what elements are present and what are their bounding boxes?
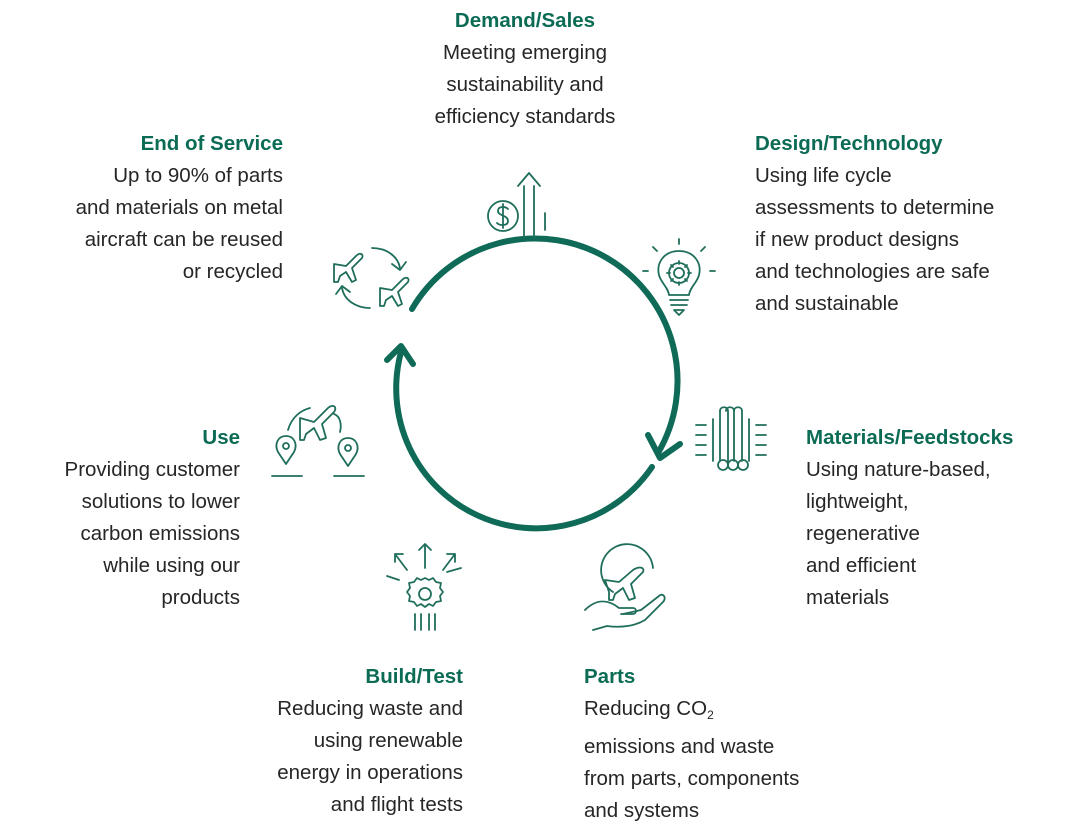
stage-parts: Parts Reducing CO2 emissions and waste f… — [584, 661, 874, 827]
stage-description-line: materials — [806, 586, 890, 609]
stage-description-line: while using our — [103, 554, 240, 577]
stage-description-line: emissions and waste — [584, 735, 775, 758]
stage-description-line: carbon emissions — [80, 522, 240, 545]
hand-plane-icon — [584, 543, 666, 631]
gear-arrows-icon — [386, 543, 462, 631]
stage-description-line: energy in operations — [277, 761, 463, 784]
stage-description-line: and technologies are safe — [755, 260, 990, 283]
pipe-bundle-icon — [695, 406, 767, 471]
cycle-arrowhead-right — [645, 432, 683, 461]
stage-description-line: Using nature-based, — [806, 458, 991, 481]
stage-description-line: efficiency standards — [434, 105, 616, 128]
stage-description-line: using renewable — [313, 729, 463, 752]
cycle-arrowhead-left — [384, 343, 416, 367]
stage-description-line: assessments to determine — [755, 196, 995, 219]
stage-description-line: sustainability and — [446, 73, 604, 96]
stage-design-technology: Design/Technology Using life cycle asses… — [755, 128, 1055, 320]
stage-description-line: and materials on metal — [75, 196, 283, 219]
stage-title: Use — [202, 426, 240, 449]
plane-recycle-icon — [333, 247, 410, 309]
stage-description-line: regenerative — [806, 522, 920, 545]
stage-title: Materials/Feedstocks — [806, 426, 1014, 449]
stage-description-line: Providing customer — [64, 458, 240, 481]
co2-text: Reducing CO — [584, 697, 708, 720]
stage-end-of-service: End of Service Up to 90% of parts and ma… — [10, 128, 283, 288]
dollar-growth-icon — [487, 172, 546, 239]
stage-title: Build/Test — [365, 665, 463, 688]
stage-description-line: solutions to lower — [81, 490, 240, 513]
stage-description-line: and sustainable — [755, 292, 899, 315]
stage-title: Parts — [584, 665, 636, 688]
stage-materials-feedstocks: Materials/Feedstocks Using nature-based,… — [806, 422, 1064, 614]
stage-title: Design/Technology — [755, 132, 943, 155]
stage-build-test: Build/Test Reducing waste and using rene… — [200, 661, 463, 821]
stage-description-line: and flight tests — [330, 793, 463, 816]
stage-description-line: Reducing waste and — [277, 697, 463, 720]
stage-description-line: Using life cycle — [755, 164, 892, 187]
co2-subscript: 2 — [707, 708, 714, 722]
stage-use: Use Providing customer solutions to lowe… — [5, 422, 240, 614]
stage-title: Demand/Sales — [454, 9, 596, 32]
lightbulb-gear-icon — [642, 238, 716, 316]
stage-description-line: from parts, components — [584, 767, 800, 790]
stage-title: End of Service — [140, 132, 283, 155]
cycle-arc-right — [409, 235, 681, 456]
stage-description-line: and systems — [584, 799, 700, 822]
stage-description-line: or recycled — [182, 260, 283, 283]
stage-description-line: Up to 90% of parts — [113, 164, 283, 187]
stage-description-line: lightweight, — [806, 490, 909, 513]
stage-description-line: products — [161, 586, 240, 609]
stage-description-line: aircraft can be reused — [84, 228, 283, 251]
stage-description-line: Reducing CO2 — [584, 693, 874, 731]
stage-description-line: Meeting emerging — [442, 41, 608, 64]
stage-description-line: and efficient — [806, 554, 917, 577]
cycle-arc-left — [393, 349, 655, 532]
plane-route-icon — [271, 405, 365, 477]
stage-description-line: if new product designs — [755, 228, 959, 251]
stage-demand-sales: Demand/Sales Meeting emerging sustainabi… — [390, 5, 660, 133]
